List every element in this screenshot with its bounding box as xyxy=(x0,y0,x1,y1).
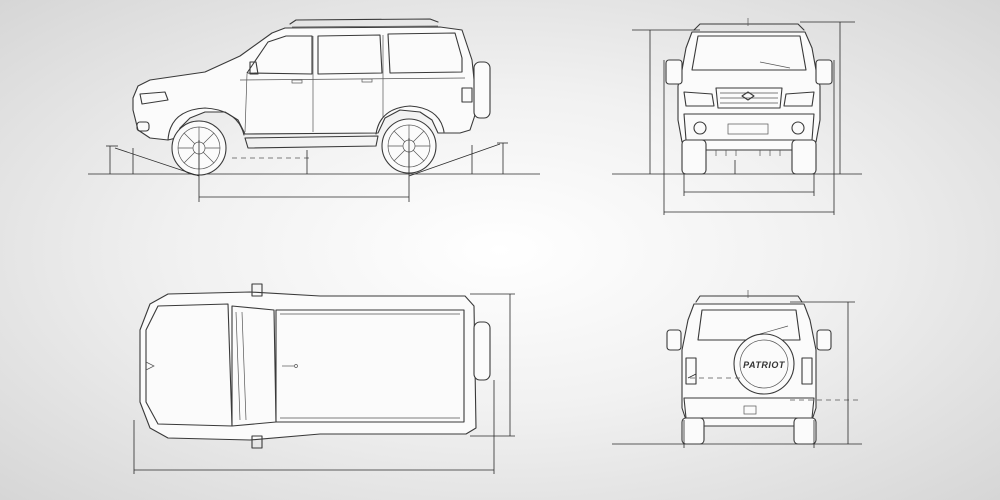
side-rear-door-window xyxy=(317,34,383,75)
side-roof-line xyxy=(291,25,439,28)
side-front-window xyxy=(246,35,313,75)
rear-tow-hitch xyxy=(743,405,757,415)
rear-wheel-left xyxy=(681,417,705,445)
rear-mirror-left xyxy=(666,329,682,351)
rear-tail-light-left xyxy=(685,357,697,385)
rear-tail-light-right xyxy=(801,357,813,385)
rear-spare-wheel-cover xyxy=(739,339,789,389)
side-rear-arch xyxy=(375,105,445,135)
front-headlight-left xyxy=(683,91,715,107)
rear-wiper xyxy=(759,325,789,335)
top-roof xyxy=(275,309,465,423)
rear-view: PATRIOT xyxy=(612,290,862,448)
rear-window xyxy=(697,309,801,341)
front-plate xyxy=(727,123,769,135)
top-mirror-right xyxy=(251,435,263,449)
top-mirror-left xyxy=(251,283,263,297)
front-wiper xyxy=(759,61,791,69)
side-mirror xyxy=(249,61,259,75)
front-view xyxy=(612,18,862,215)
rear-mirror-right xyxy=(816,329,832,351)
side-belt-line xyxy=(239,77,466,81)
side-door-handle-front xyxy=(291,79,303,84)
side-headlight xyxy=(139,91,169,105)
side-fog-light xyxy=(136,121,150,132)
front-roof-rail xyxy=(693,23,805,31)
front-grille xyxy=(715,87,783,109)
front-mirror-right xyxy=(815,59,833,85)
side-approach-line xyxy=(114,147,200,177)
front-wheel-left xyxy=(681,139,707,175)
rear-wheel-right xyxy=(793,417,817,445)
side-front-arch xyxy=(167,107,245,141)
top-hood-logo xyxy=(145,361,155,371)
front-mirror-left xyxy=(665,59,683,85)
front-underbody xyxy=(715,150,781,156)
side-departure-line xyxy=(408,143,501,177)
top-antenna-tip xyxy=(294,364,298,368)
rear-roof-rail xyxy=(695,295,803,303)
rear-arrow xyxy=(687,373,697,379)
top-view xyxy=(133,283,515,474)
front-headlight-right xyxy=(783,91,815,107)
top-body-outline xyxy=(139,291,477,441)
top-spare-wheel xyxy=(473,321,491,381)
front-windshield xyxy=(691,35,807,71)
rear-spare-badge: PATRIOT xyxy=(743,360,786,370)
front-wheel-right xyxy=(791,139,817,175)
front-fog-left xyxy=(693,121,707,135)
top-wipers xyxy=(235,311,247,421)
side-roof-rail xyxy=(289,18,439,25)
side-step xyxy=(244,135,379,149)
front-body-outline xyxy=(677,31,821,151)
side-quarter-window xyxy=(387,32,463,74)
front-fog-right xyxy=(791,121,805,135)
side-body-outline xyxy=(132,26,478,141)
side-door-line-1 xyxy=(244,73,248,133)
side-view xyxy=(88,18,540,202)
side-tail-light xyxy=(461,87,473,103)
front-logo xyxy=(741,91,755,101)
rear-spare-wheel xyxy=(733,333,795,395)
side-door-handle-rear xyxy=(361,78,373,83)
side-spare-wheel xyxy=(473,61,491,119)
